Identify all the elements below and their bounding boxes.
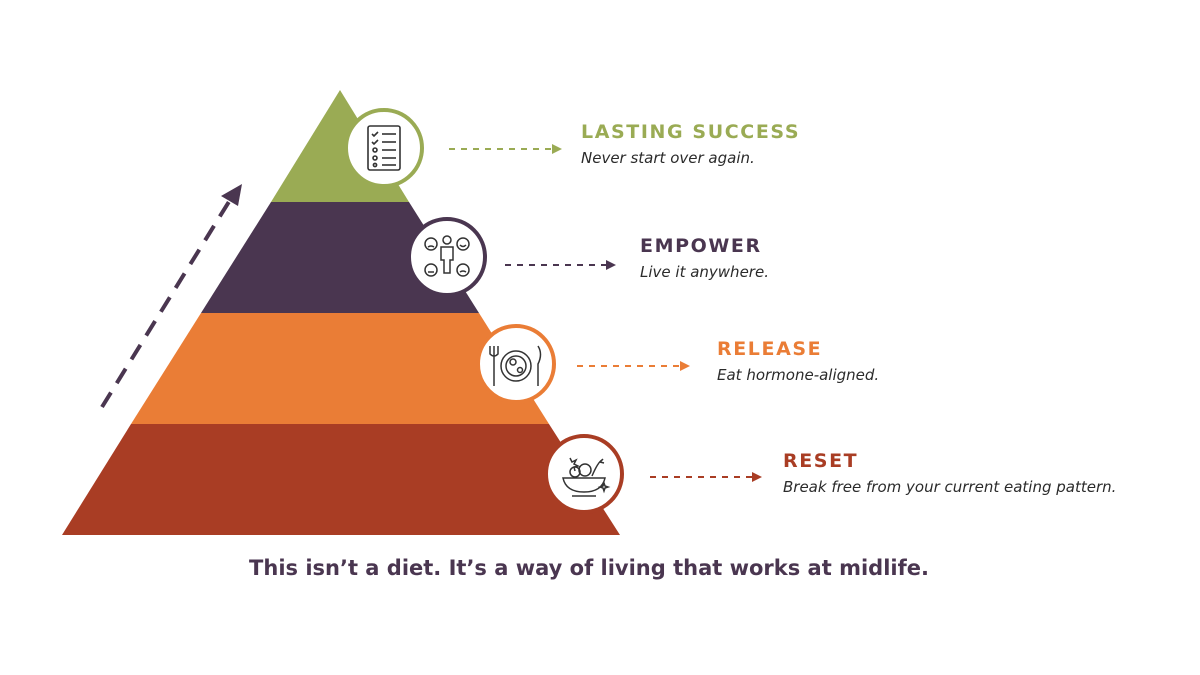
level-title: RELEASE [717,338,823,360]
label-lasting-success: LASTING SUCCESS Never start over again. [581,121,800,167]
level-subtitle: Never start over again. [581,149,755,167]
icon-badge-lasting-success [344,108,424,188]
salad-bowl-icon [562,457,611,497]
level-title: EMPOWER [640,235,762,257]
level-title: RESET [783,450,859,472]
level-subtitle: Eat hormone-aligned. [717,366,880,384]
level-title: LASTING SUCCESS [581,121,801,143]
label-reset: RESET Break free from your current eatin… [783,450,1116,496]
tier-release [131,313,549,424]
label-empower: EMPOWER Live it anywhere. [640,235,769,281]
level-subtitle: Break free from your current eating patt… [783,478,1117,496]
icon-badge-empower [407,217,487,297]
level-subtitle: Live it anywhere. [640,263,769,281]
tier-empower [201,202,479,313]
label-release: RELEASE Eat hormone-aligned. [717,338,879,384]
icon-badge-release [476,324,556,404]
upward-arrow [100,184,242,409]
person-moods-icon [424,235,470,277]
icon-badge-reset [544,434,624,514]
tier-reset [62,424,620,535]
upward-arrow-head [221,184,242,206]
checklist-icon [367,125,401,171]
plate-fork-knife-icon [489,345,542,386]
tagline: This isn’t a diet. It’s a way of living … [249,556,929,580]
